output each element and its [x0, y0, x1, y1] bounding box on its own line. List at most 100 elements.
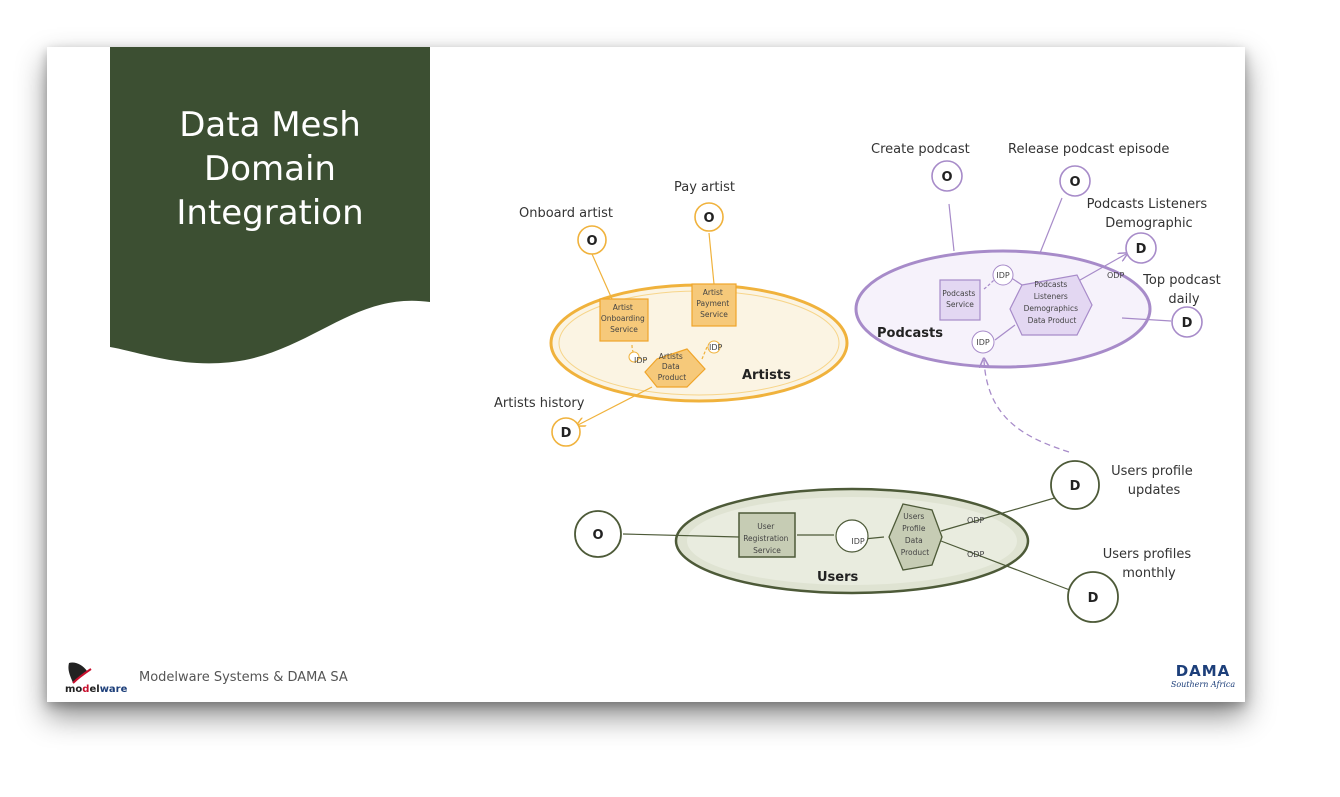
artists-idp-port-2 — [707, 340, 721, 354]
artist-payment-service — [691, 283, 737, 327]
podcasts-idp-1: IDP — [996, 271, 1010, 280]
create-podcast-letter: O — [941, 170, 952, 185]
onboard-artist-label: Onboard artist — [519, 206, 613, 221]
svg-text:Artist Onboarding: Artist Onboarding Service — [601, 303, 647, 334]
users-profiles-monthly-node — [1067, 571, 1119, 623]
artists-data-product-line-2: Data — [662, 362, 680, 371]
users-profile-updates-letter: D — [1070, 479, 1081, 494]
registration-service-line-1: User — [757, 522, 775, 531]
release-episode-node — [1059, 165, 1091, 197]
artists-history-label: Artists history — [494, 396, 585, 411]
artists-idp-2: IDP — [709, 343, 723, 352]
podcasts-service — [939, 279, 981, 321]
artists-data-product — [644, 348, 706, 388]
slide: Data Mesh Domain Integration Artist — [47, 47, 1245, 702]
dama-logo-sub: Southern Africa — [1170, 680, 1236, 689]
svg-text:Podcasts Listeners: Podcasts Listeners Demographics Data Pro… — [1024, 280, 1081, 325]
svg-text:User Registration: User Registration Service — [743, 522, 791, 555]
svg-text:Podcasts Service: Podcasts Service — [942, 289, 977, 309]
title-line-1: Data Mesh — [179, 105, 361, 145]
users-data-product-line-2: Profile — [902, 524, 926, 533]
dama-logo-main: DAMA — [1175, 662, 1231, 680]
top-podcast-label-line-1: Top podcast — [1142, 273, 1221, 288]
pay-artist-letter: O — [703, 211, 714, 226]
modelware-logo: modelware — [65, 662, 128, 695]
podcasts-data-product-line-3: Demographics — [1024, 304, 1078, 313]
svg-text:Top podcast daily: Top podcast daily — [1142, 273, 1225, 307]
user-registration-service — [738, 512, 796, 558]
onboarding-service-line-1: Artist — [613, 303, 633, 312]
pay-artist-label: Pay artist — [674, 180, 735, 195]
users-data-product-line-3: Data — [905, 536, 923, 545]
podcasts-idp-2: IDP — [976, 338, 990, 347]
onboarding-service-line-2: Onboarding — [601, 314, 645, 323]
svg-text:Users profile updates: Users profile updates — [1111, 464, 1197, 498]
create-podcast-label: Create podcast — [871, 142, 970, 157]
onboarding-service-line-3: Service — [610, 325, 638, 334]
payment-service-line-1: Artist — [703, 288, 723, 297]
demographic-node — [1125, 232, 1157, 264]
users-data-product-line-1: Users — [903, 512, 924, 521]
artists-history-node — [551, 417, 581, 447]
payment-service-line-2: Payment — [696, 299, 729, 308]
registration-service-line-3: Service — [753, 546, 781, 555]
users-idp: IDP — [851, 537, 865, 546]
release-episode-letter: O — [1069, 175, 1080, 190]
artists-domain-label: Artists — [742, 368, 791, 383]
users-domain-label: Users — [817, 570, 859, 585]
users-odp-1: ODP — [967, 516, 984, 525]
podcasts-service-line-2: Service — [946, 300, 974, 309]
podcasts-idp-port-2 — [971, 330, 995, 354]
artists-domain: Artist Onboarding Service Artist Payment… — [494, 180, 849, 447]
demographic-label-line-1: Podcasts Listeners — [1087, 197, 1208, 212]
onboard-artist-node — [577, 225, 607, 255]
podcasts-service-line-1: Podcasts — [942, 289, 975, 298]
artists-data-product-line-1: Artists — [659, 352, 683, 361]
podcasts-data-product-line-1: Podcasts — [1034, 280, 1067, 289]
top-podcast-label-line-2: daily — [1168, 292, 1199, 307]
onboard-artist-letter: O — [586, 234, 597, 249]
profiles-monthly-label-line-2: monthly — [1122, 566, 1176, 581]
title-line-3: Integration — [176, 193, 364, 233]
artists-idp-port-1 — [628, 351, 640, 363]
user-registration-node — [574, 510, 622, 558]
profiles-monthly-label-line-1: Users profiles — [1103, 547, 1192, 562]
create-podcast-node — [931, 160, 963, 192]
svg-text:modelware: modelware — [65, 684, 128, 695]
release-episode-label: Release podcast episode — [1008, 142, 1169, 157]
slide-title: Data Mesh Domain Integration — [110, 103, 430, 235]
users-odp-2: ODP — [967, 550, 984, 559]
svg-text:Podcasts Listeners Dem: Podcasts Listeners Demographic — [1087, 197, 1212, 231]
profile-updates-label-line-1: Users profile — [1111, 464, 1193, 479]
svg-text:Users Profile: Users Profile Data Product — [901, 512, 930, 557]
artists-idp-1: IDP — [634, 356, 648, 365]
users-data-product — [888, 503, 943, 571]
podcasts-odp: ODP — [1107, 271, 1124, 280]
registration-service-line-2: Registration — [743, 534, 788, 543]
artist-onboarding-service — [599, 298, 649, 342]
top-podcast-node — [1171, 306, 1203, 338]
podcasts-data-product-line-2: Listeners — [1034, 292, 1068, 301]
payment-service-line-3: Service — [700, 310, 728, 319]
top-podcast-letter: D — [1182, 316, 1193, 331]
podcasts-domain-label: Podcasts — [877, 326, 943, 341]
podcasts-data-product-line-4: Data Product — [1028, 316, 1077, 325]
footer-text: Modelware Systems & DAMA SA — [139, 670, 348, 685]
users-data-product-line-4: Product — [901, 548, 930, 557]
domain-integration-diagram: Artist Onboarding Service Artist Payment… — [494, 142, 1225, 623]
user-registration-letter: O — [592, 528, 603, 543]
users-domain: User Registration Service IDP Users Prof… — [574, 460, 1197, 623]
users-idp-port — [835, 519, 869, 553]
demographic-label-line-2: Demographic — [1105, 216, 1192, 231]
title-banner — [110, 47, 430, 364]
users-profiles-monthly-letter: D — [1088, 591, 1099, 606]
users-profile-updates-node — [1050, 460, 1100, 510]
svg-text:Artists Data P: Artists Data Product — [658, 352, 687, 382]
artists-data-product-line-3: Product — [658, 373, 687, 382]
podcasts-domain: Podcasts Service IDP Podcasts Listeners … — [854, 142, 1225, 453]
profile-updates-label-line-2: updates — [1128, 483, 1181, 498]
dama-logo: DAMA Southern Africa — [1167, 662, 1239, 702]
svg-text:Artist Payment: Artist Payment Service — [696, 288, 731, 319]
demographic-letter: D — [1136, 242, 1147, 257]
pay-artist-node — [694, 202, 724, 232]
